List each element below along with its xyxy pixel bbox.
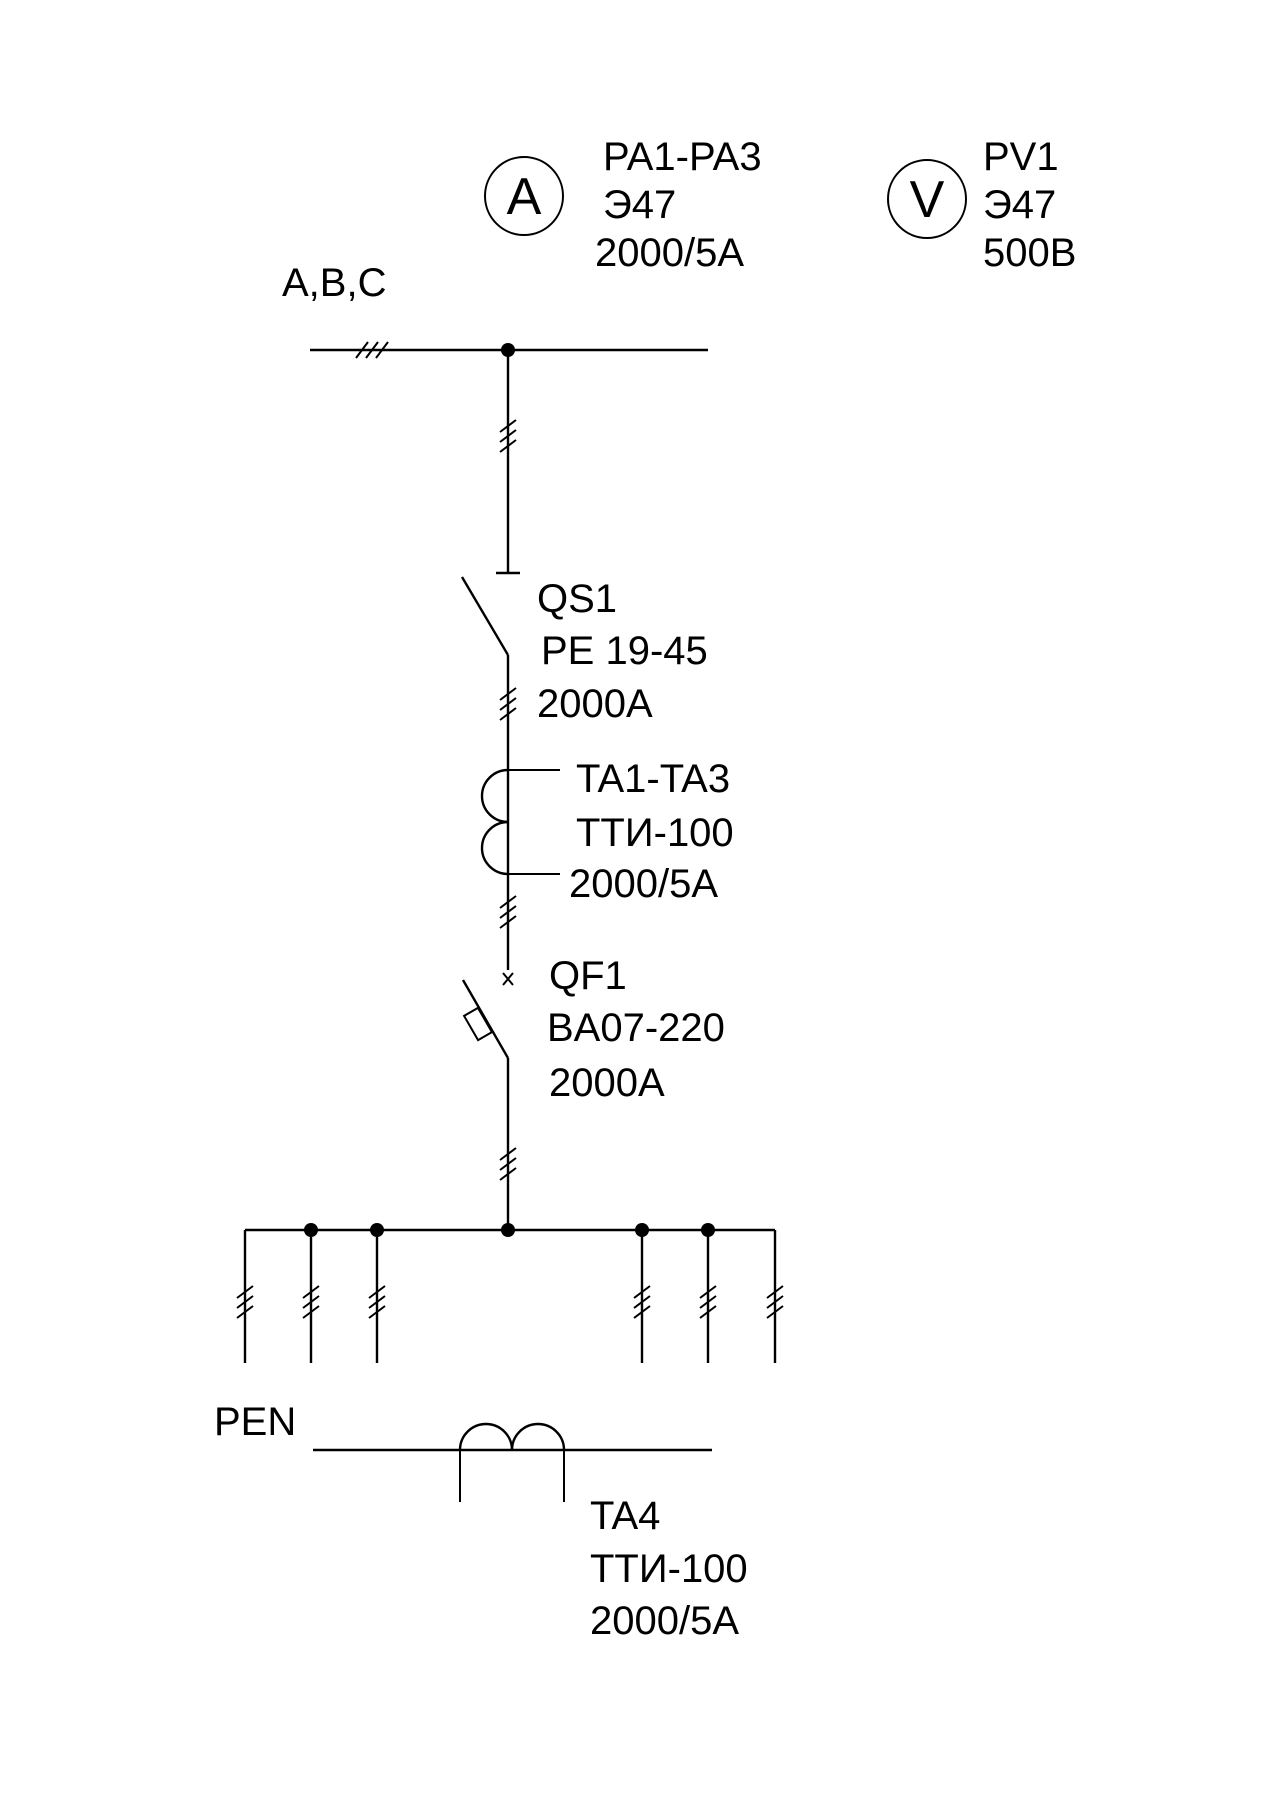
- bus-phases-label: A,B,C: [282, 261, 386, 305]
- outgoing-feeder: [766, 1230, 784, 1363]
- ta4-transformer-symbol: [458, 1422, 566, 1502]
- ta1-ta3-rating: 2000/5A: [569, 862, 718, 906]
- qf1-type: BA07-220: [547, 1006, 725, 1050]
- ta1-ta3-transformer-symbol: [480, 768, 560, 876]
- ammeter-rating: 2000/5A: [595, 231, 744, 275]
- outgoing-feeder: [699, 1230, 717, 1363]
- outgoing-feeder: [236, 1230, 254, 1363]
- feeder-three-phase-ticks-3: [499, 895, 517, 929]
- voltmeter-designation: PV1: [983, 135, 1059, 179]
- voltmeter-symbol: V: [887, 159, 967, 239]
- ammeter-type: Э47: [603, 183, 676, 227]
- qf1-breaker-cross: [502, 972, 514, 986]
- feeder-three-phase-ticks-2: [499, 687, 517, 721]
- voltmeter-symbol-letter: V: [910, 171, 945, 229]
- feeder-three-phase-ticks-4: [499, 1147, 517, 1181]
- ammeter-symbol: A: [484, 156, 564, 236]
- qs1-switch-blade: [460, 576, 510, 656]
- feeder-three-phase-ticks-1: [499, 419, 517, 453]
- qf1-designation: QF1: [549, 954, 627, 998]
- ammeter-symbol-letter: A: [507, 168, 542, 226]
- ta4-type: ТТИ-100: [590, 1547, 748, 1591]
- qs1-designation: QS1: [537, 577, 617, 621]
- distribution-bus-junction-main: [501, 1223, 515, 1237]
- voltmeter-type: Э47: [983, 183, 1056, 227]
- pen-label: PEN: [214, 1400, 296, 1444]
- ta4-rating: 2000/5A: [590, 1599, 739, 1643]
- ammeter-designation: PA1-PA3: [603, 135, 762, 179]
- bus-three-phase-ticks: [355, 341, 389, 359]
- qf1-release-element: [462, 1006, 494, 1042]
- outgoing-feeder: [368, 1230, 386, 1363]
- ta4-designation: TA4: [590, 1494, 660, 1538]
- qs1-rating: 2000A: [537, 682, 653, 726]
- ta1-ta3-type: ТТИ-100: [576, 811, 734, 855]
- ta1-ta3-designation: TA1-TA3: [576, 757, 730, 801]
- outgoing-feeder: [302, 1230, 320, 1363]
- voltmeter-rating: 500B: [983, 231, 1076, 275]
- qs1-type: PE 19-45: [541, 629, 708, 673]
- outgoing-feeder: [633, 1230, 651, 1363]
- qf1-rating: 2000A: [549, 1061, 665, 1105]
